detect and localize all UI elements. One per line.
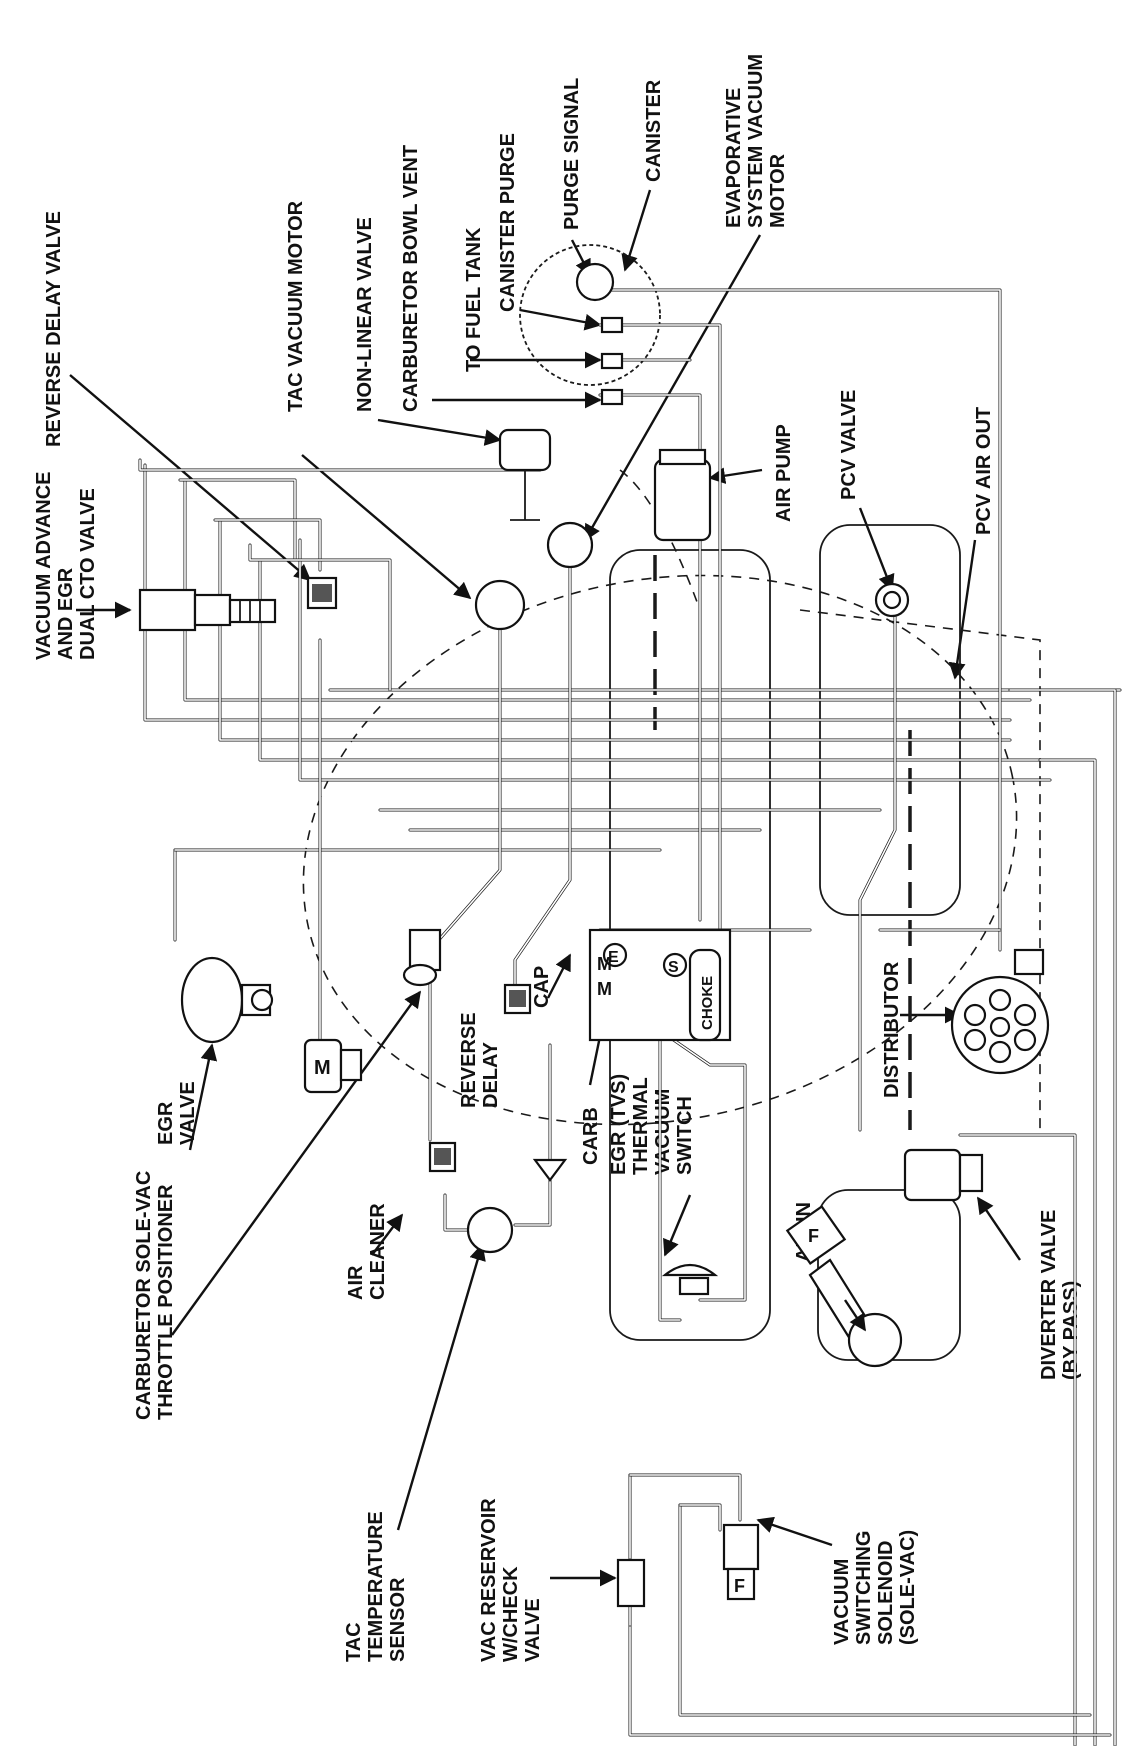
- tac-temperature-sensor: [466, 1158, 568, 1254]
- label-carburetor-bowl-vent: CARBURETOR BOWL VENT: [400, 145, 422, 412]
- svg-text:CLEANER: CLEANER: [367, 1203, 389, 1300]
- label-carb: CARB: [580, 1107, 602, 1165]
- svg-text:THERMAL: THERMAL: [630, 1077, 652, 1175]
- label-carb-solevac: CARBURETOR SOLE-VAC THROTTLE POSITIONER: [133, 1171, 177, 1420]
- label-tac-temp: TAC TEMPERATURE SENSOR: [343, 1511, 409, 1662]
- diverter-valve: [903, 1148, 984, 1202]
- svg-text:MOTOR: MOTOR: [767, 153, 789, 228]
- label-vacuum-advance: VACUUM ADVANCE AND EGR DUAL CTO VALVE: [33, 471, 99, 660]
- label-reverse-delay: REVERSE DELAY: [458, 1012, 502, 1108]
- label-tac-vacuum-motor: TAC VACUUM MOTOR: [285, 200, 307, 412]
- label-distributor: DISTRIBUTOR: [881, 961, 903, 1098]
- label-vac-switching: VACUUM SWITCHING SOLENOID (SOLE-VAC): [831, 1530, 919, 1645]
- svg-text:M: M: [597, 954, 612, 974]
- svg-text:EGR: EGR: [155, 1101, 177, 1145]
- manifold-vac-m: M: [303, 1038, 363, 1094]
- leader-arrows: [69, 189, 1021, 1587]
- carb-solevac-positioner: [402, 928, 442, 987]
- label-to-fuel-tank: TO FUEL TANK: [463, 227, 485, 372]
- choke-text: CHOKE: [699, 976, 716, 1030]
- svg-text:AIR: AIR: [345, 1265, 367, 1300]
- svg-text:W/CHECK: W/CHECK: [500, 1566, 522, 1662]
- reverse-delay-valve-lower: [428, 983, 532, 1173]
- svg-text:(BY PASS): (BY PASS): [1060, 1281, 1082, 1380]
- non-linear-valve: [498, 428, 552, 521]
- svg-text:SYSTEM VACUUM: SYSTEM VACUUM: [745, 54, 767, 228]
- svg-text:(SOLE-VAC): (SOLE-VAC): [897, 1530, 919, 1645]
- svg-text:TAC: TAC: [343, 1622, 365, 1662]
- svg-text:REVERSE: REVERSE: [458, 1012, 480, 1108]
- vacuum-hoses: [138, 288, 1122, 1746]
- svg-text:DUAL CTO VALVE: DUAL CTO VALVE: [77, 488, 99, 660]
- vac-switching-solenoid: F: [722, 1523, 760, 1601]
- svg-text:SOLENOID: SOLENOID: [875, 1541, 897, 1645]
- svg-text:M: M: [597, 979, 612, 999]
- svg-text:VALVE: VALVE: [522, 1598, 544, 1662]
- svg-text:F: F: [808, 1226, 819, 1246]
- svg-text:S: S: [668, 959, 679, 976]
- label-air-pump: AIR PUMP: [773, 424, 795, 522]
- label-canister-purge: CANISTER PURGE: [497, 133, 519, 312]
- svg-text:SENSOR: SENSOR: [387, 1577, 409, 1662]
- egr-valve: [180, 956, 274, 1044]
- label-pcv-air-out: PCV AIR OUT: [973, 407, 995, 535]
- label-evaporative: EVAPORATIVE SYSTEM VACUUM MOTOR: [723, 54, 789, 228]
- svg-text:SWITCHING: SWITCHING: [853, 1531, 875, 1645]
- svg-text:THROTTLE POSITIONER: THROTTLE POSITIONER: [155, 1184, 177, 1420]
- label-reverse-delay-valve: REVERSE DELAY VALVE: [43, 211, 65, 447]
- label-pcv-valve: PCV VALVE: [838, 390, 860, 500]
- svg-text:TEMPERATURE: TEMPERATURE: [365, 1511, 387, 1662]
- canister-body: [575, 262, 624, 406]
- air-pump: [653, 448, 712, 542]
- label-non-linear-valve: NON-LINEAR VALVE: [354, 217, 376, 412]
- svg-text:SWITCH: SWITCH: [674, 1096, 696, 1175]
- svg-text:VACUUM: VACUUM: [652, 1089, 674, 1175]
- label-vac-reservoir: VAC RESERVOIR W/CHECK VALVE: [478, 1498, 544, 1662]
- svg-text:VACUUM ADVANCE: VACUUM ADVANCE: [33, 471, 55, 660]
- svg-text:DELAY: DELAY: [480, 1041, 502, 1108]
- svg-text:VACUUM: VACUUM: [831, 1559, 853, 1645]
- svg-text:VALVE: VALVE: [177, 1081, 199, 1145]
- pcv-valve: [874, 582, 910, 618]
- tac-vacuum-motor: [474, 579, 526, 631]
- svg-text:EVAPORATIVE: EVAPORATIVE: [723, 88, 745, 228]
- label-egr-tvs: EGR (TVS) THERMAL VACUUM SWITCH: [608, 1074, 696, 1175]
- svg-text:F: F: [734, 1576, 745, 1596]
- label-purge-signal: PURGE SIGNAL: [561, 78, 583, 230]
- label-cap: CAP: [531, 966, 553, 1008]
- evap-vacuum-motor: [546, 521, 594, 569]
- distributor: [950, 948, 1050, 1075]
- svg-text:CARBURETOR SOLE-VAC: CARBURETOR SOLE-VAC: [133, 1171, 155, 1420]
- label-canister: CANISTER: [643, 79, 665, 182]
- svg-text:DIVERTER VALVE: DIVERTER VALVE: [1038, 1210, 1060, 1380]
- svg-text:E: E: [608, 949, 619, 966]
- svg-text:AND EGR: AND EGR: [55, 567, 77, 660]
- air-in-filter: F: [785, 1205, 903, 1368]
- egr-tvs: [661, 1263, 719, 1296]
- carburetor: E S M M CHOKE: [588, 928, 732, 1042]
- svg-text:M: M: [314, 1057, 331, 1079]
- vac-reservoir: [616, 1558, 646, 1608]
- reverse-delay-valve-upper: [306, 576, 338, 610]
- dual-cto-valve: [138, 588, 277, 632]
- svg-text:VAC RESERVOIR: VAC RESERVOIR: [478, 1498, 500, 1662]
- label-air-cleaner: AIR CLEANER: [345, 1203, 389, 1300]
